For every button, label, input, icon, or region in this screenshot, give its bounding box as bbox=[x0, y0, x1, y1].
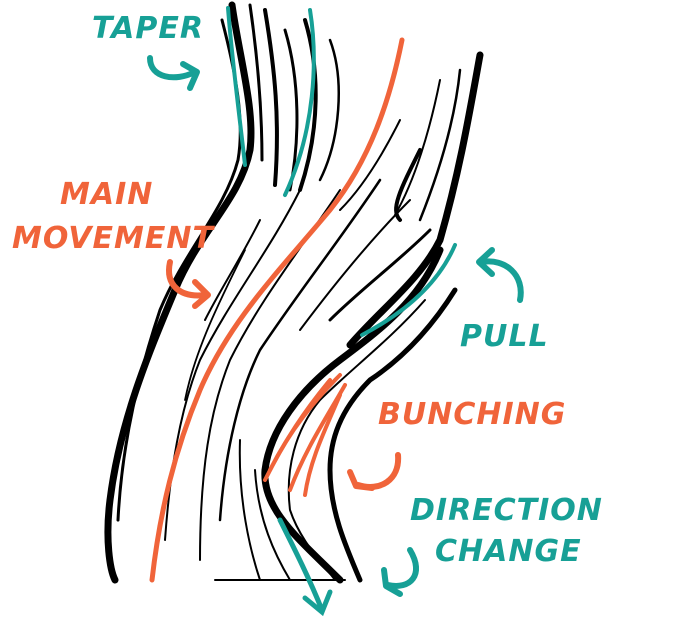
bunching-arrow-icon bbox=[347, 452, 402, 491]
label-bunching: BUNCHING bbox=[378, 397, 567, 432]
direction-change-line bbox=[277, 517, 325, 613]
pull-line bbox=[360, 243, 457, 337]
taper-lines bbox=[226, 6, 316, 197]
label-main-movement-line2: MOVEMENT bbox=[12, 221, 214, 256]
label-pull: PULL bbox=[460, 319, 549, 354]
main-movement-arrow-icon bbox=[166, 259, 211, 309]
pull-arrow-icon bbox=[476, 247, 524, 303]
label-direction-change-line1: DIRECTION bbox=[410, 493, 603, 528]
main-movement-line bbox=[149, 37, 405, 583]
label-direction-change-line2: CHANGE bbox=[435, 534, 582, 569]
taper-arrow-icon bbox=[147, 55, 200, 91]
direction-arrowhead-icon bbox=[302, 589, 333, 617]
direction-change-arrow-icon bbox=[381, 547, 419, 597]
bunching-lines bbox=[263, 373, 347, 497]
label-main-movement-line1: MAIN bbox=[60, 177, 154, 212]
label-taper: TAPER bbox=[92, 11, 204, 46]
